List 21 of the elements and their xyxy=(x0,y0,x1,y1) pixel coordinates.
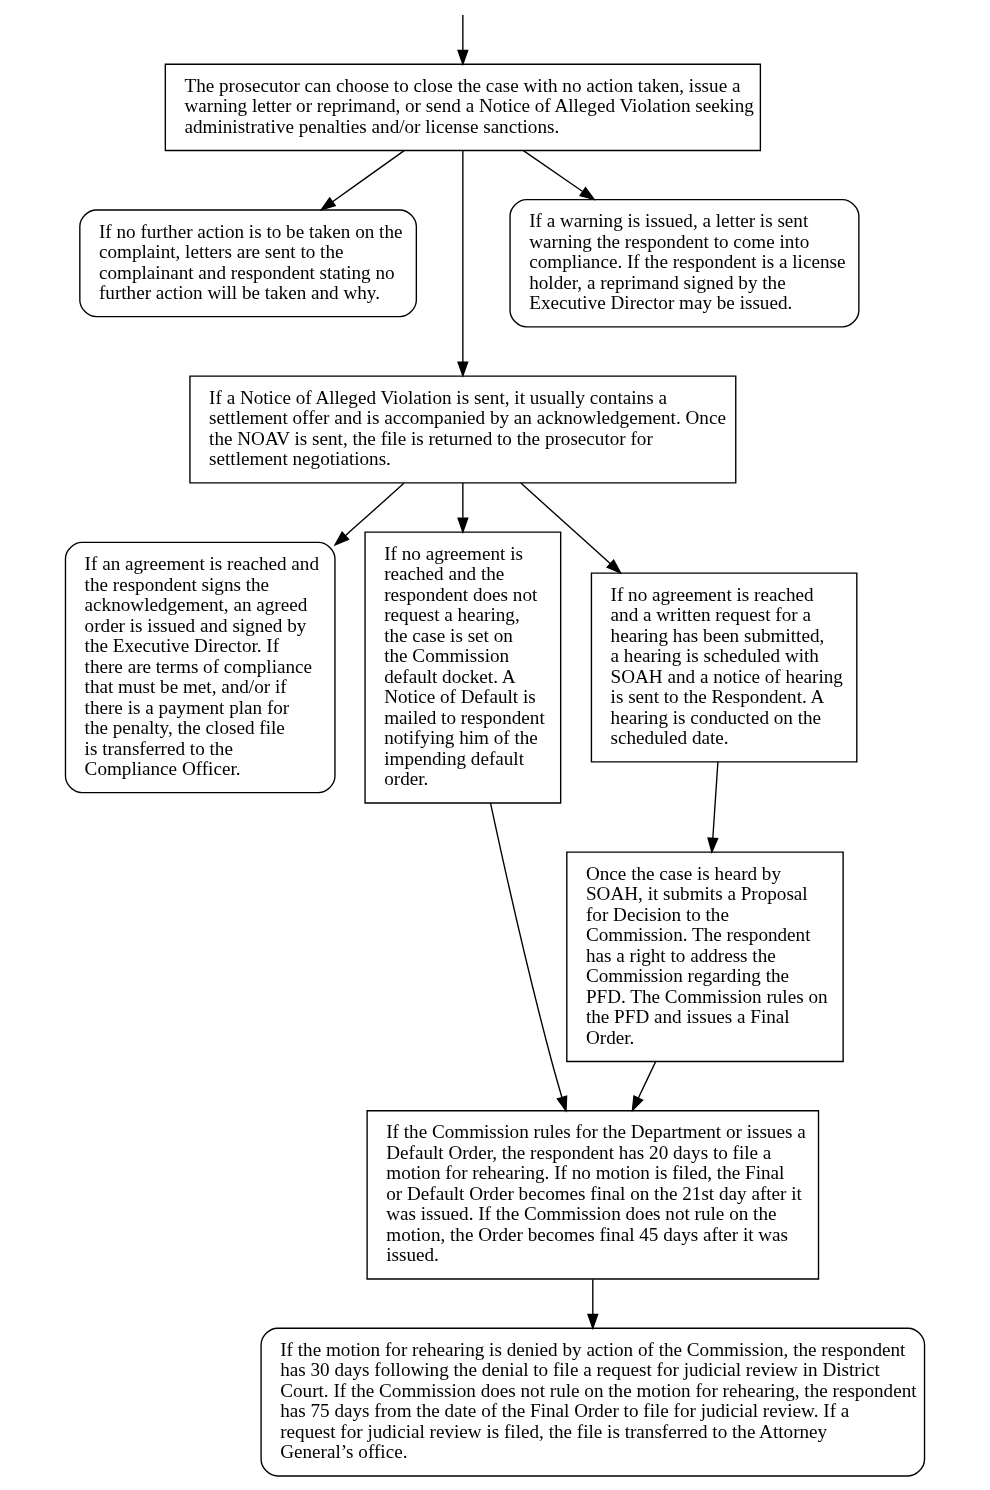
node-box: If no agreement is reached and a written request for a hearing has been submitted, a hearing is scheduled with SOAH and a notice of hearing is sent to the Respondent. A hearing is conducted on the scheduled date. xyxy=(590,572,858,763)
node-box: If the motion for rehearing is denied by action of the Commission, the respondent has 30 days following the denial to file a request for judicial review in District Court. If the Commission does not rule on the motion for rehearing, the respondent has 75 days from the date of the Final Order to file for judicial review. If a request for judicial review is filed, the file is transferred to the Attorney General’s office. xyxy=(260,1327,926,1477)
arrow xyxy=(457,482,469,534)
arrow xyxy=(522,149,596,201)
node-box: Once the case is heard by SOAH, it submits a Proposal for Decision to the Commission. The respondent has a right to address the Commission regarding the PFD. The Commission rules on the PFD and issues a Final Order. xyxy=(566,851,844,1063)
node-box: If no further action is to be taken on the complaint, letters are sent to the complainant and respondent stating no further action will be taken and why. xyxy=(79,209,418,318)
arrow xyxy=(333,482,405,547)
arrow xyxy=(489,802,568,1113)
node-box: If a warning is issued, a letter is sent warning the respondent to come into compliance. If the respondent is a license holder, a reprimand signed by the Executive Director may be issued. xyxy=(509,199,860,328)
arrow xyxy=(520,482,623,575)
node-box: The prosecutor can choose to close the case with no action taken, issue a warning letter or reprimand, or send a Notice of Alleged Violation seeking administrative penalties and/or license sanctions. xyxy=(164,63,762,152)
node-box: If no agreement is reached and the respondent does not request a hearing, the case is set on the Commission default docket. A Notice of Default is mailed to respondent notifying him of the impending default order. xyxy=(364,531,562,804)
arrow xyxy=(631,1061,657,1113)
arrow xyxy=(457,14,469,67)
node-box: If an agreement is reached and the respondent signs the acknowledgement, an agreed order is issued and signed by the Executive Director. If there are terms of compliance that must be met, and/or if there is a payment plan for the penalty, the closed file is transferred to the Compliance Officer. xyxy=(64,541,336,794)
arrow xyxy=(457,149,469,378)
arrow xyxy=(319,149,405,211)
node-box: If the Commission rules for the Department or issues a Default Order, the respondent has 20 days to file a motion for rehearing. If no motion is filed, the Final or Default Order becomes final on the 21st day after it was issued. If the Commission does not rule on the motion, the Order becomes final 45 days after it was issued. xyxy=(366,1110,820,1280)
node-box: If a Notice of Alleged Violation is sent, it usually contains a settlement offer and is accompanied by an acknowledgement. Once the NOAV is sent, the file is returned to the prosecutor for settlement negotiations. xyxy=(189,375,737,484)
arrow xyxy=(587,1278,599,1331)
arrow xyxy=(707,761,719,855)
